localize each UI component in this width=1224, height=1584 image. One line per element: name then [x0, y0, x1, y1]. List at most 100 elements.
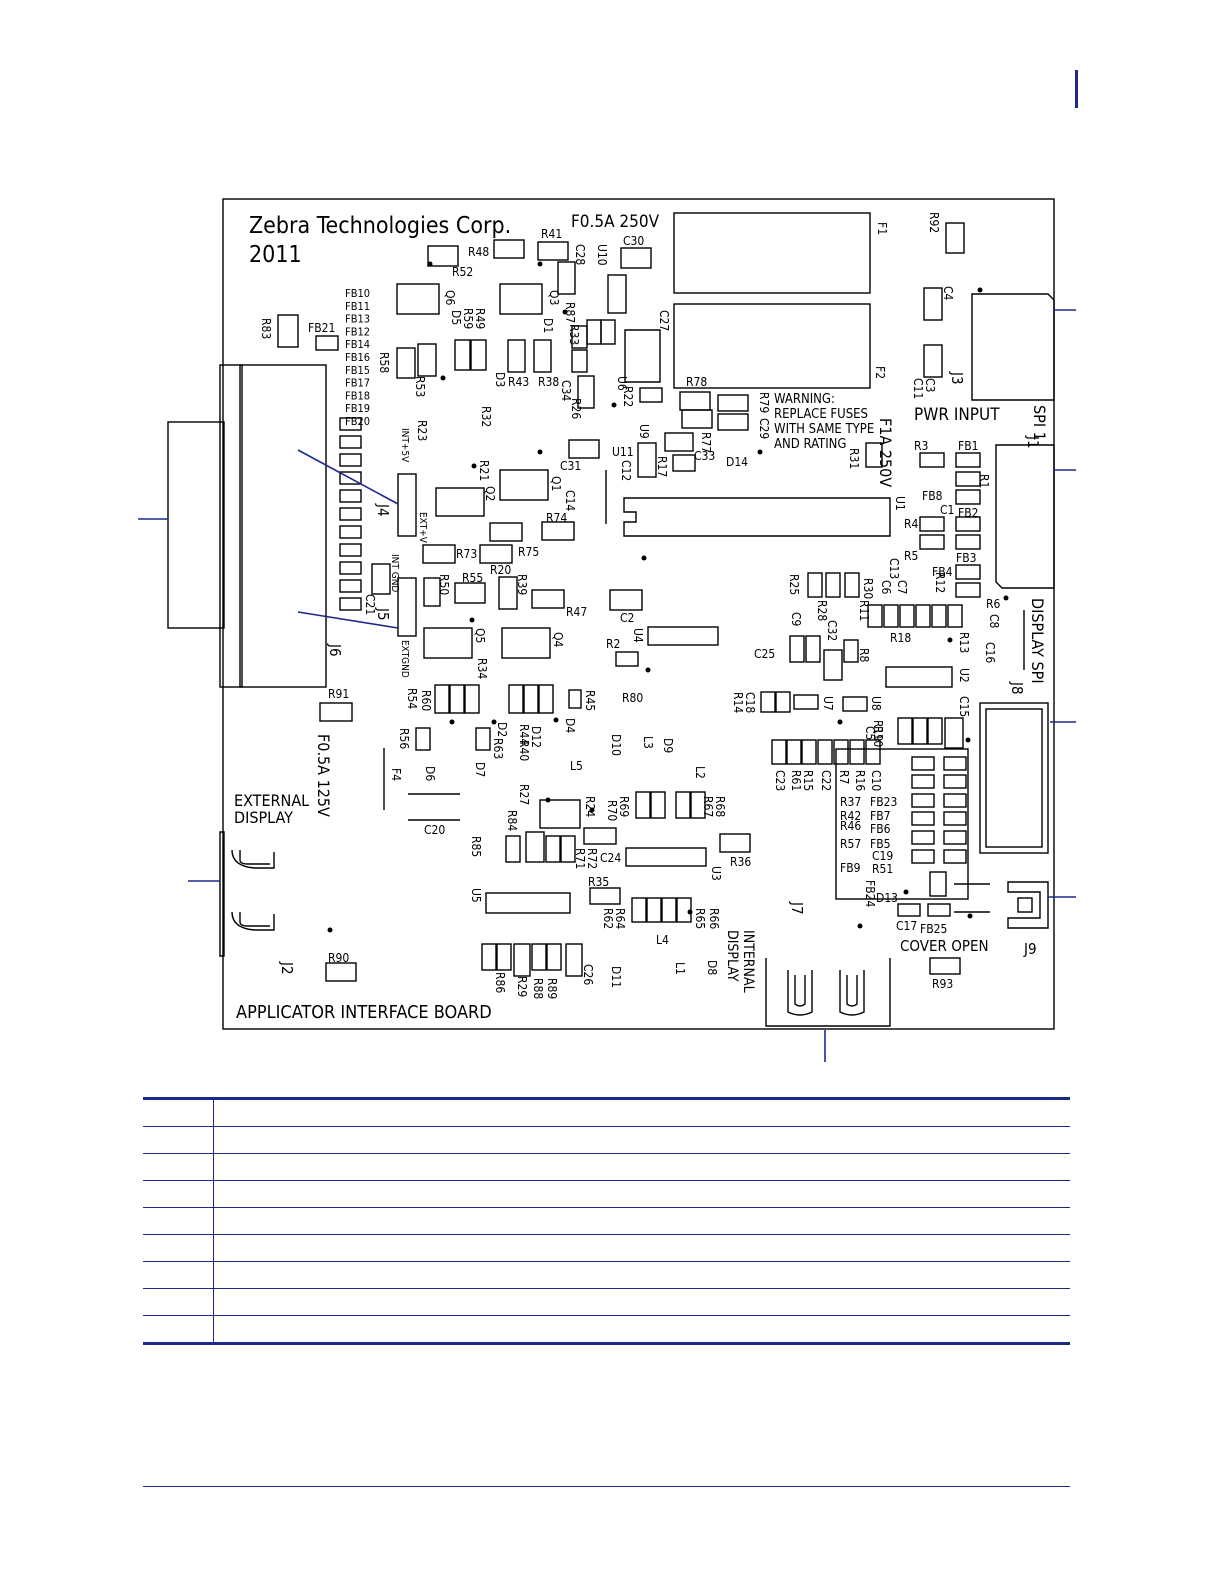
component-label: C12: [619, 460, 633, 481]
connector-label: J8: [1008, 681, 1026, 695]
component-label: R58: [377, 352, 391, 373]
component-label: R68: [713, 796, 727, 817]
component-label: C25: [754, 647, 775, 661]
component-label: Q2: [483, 486, 497, 501]
component-label: R79: [757, 392, 771, 413]
component-label: R6: [986, 597, 1001, 611]
component-label: R31: [847, 448, 861, 469]
component-label: R61: [789, 770, 803, 791]
component-label: R39: [515, 574, 529, 595]
component-label: Q5: [473, 628, 487, 643]
component-label: C3: [923, 378, 937, 392]
component-label: R66: [707, 908, 721, 929]
legend-description: [213, 1126, 1070, 1154]
board-name-label: APPLICATOR INTERFACE BOARD: [236, 1002, 492, 1023]
component-label: R43: [508, 375, 529, 389]
component-label: Q6: [443, 290, 457, 305]
component-label: R62: [601, 908, 615, 929]
component-label: U1: [893, 496, 907, 511]
component-label: FB7: [870, 809, 890, 823]
legend-description: [213, 1234, 1070, 1262]
warning-line-2: REPLACE FUSES: [774, 407, 868, 422]
component-label: D8: [705, 960, 719, 975]
component-label: R37: [840, 795, 861, 809]
component-label: R74: [546, 511, 567, 525]
component-label: D10: [609, 734, 623, 756]
component-label: C20: [424, 823, 445, 837]
fb-label-column: FB10FB11FB13FB12FB14FB16FB15FB17FB18FB19…: [345, 287, 370, 428]
component-label: R5: [904, 549, 918, 563]
component-label: C22: [819, 770, 833, 791]
component-label: C23: [773, 770, 787, 791]
component-label: D14: [726, 455, 748, 469]
component-label: FB2: [958, 506, 978, 520]
component-label: FB5: [870, 837, 890, 851]
component-label: FB8: [922, 489, 943, 503]
component-label: R52: [452, 265, 473, 279]
jumper-int5v: INT+5V: [399, 428, 410, 463]
component-label: U11: [612, 445, 634, 459]
legend-row: [143, 1315, 1070, 1345]
fuse-top-label: F0.5A 250V: [571, 212, 660, 232]
legend-callout-number: [143, 1126, 214, 1154]
legend-callout-number: [143, 1153, 214, 1181]
component-label: R12: [933, 572, 947, 593]
legend-row: [143, 1261, 1070, 1289]
legend-callout-number: [143, 1234, 214, 1262]
external-display-1: EXTERNAL: [234, 791, 309, 810]
component-label: R26: [569, 398, 583, 419]
component-label: R77: [699, 432, 713, 453]
jumper-intgnd: INT GND: [389, 554, 400, 592]
component-label: C18: [743, 692, 757, 713]
legend-description: [213, 1315, 1070, 1345]
component-label: C2: [620, 611, 634, 625]
component-label: D5: [449, 310, 463, 325]
callout-line-j4: [297, 449, 399, 505]
legend-description: [213, 1097, 1070, 1127]
fb-label: FB19: [345, 402, 370, 415]
component-label: R89: [545, 978, 559, 999]
j3-connector: [971, 293, 1055, 401]
component-label: D7: [473, 762, 487, 777]
component-label: R14: [731, 692, 745, 713]
component-label: R25: [787, 574, 801, 595]
component-label: D6: [423, 766, 437, 781]
legend-row: [143, 1207, 1070, 1235]
component-label: R48: [468, 245, 489, 259]
component-label: R67: [701, 796, 715, 817]
component-label: Q1: [549, 476, 563, 491]
component-label: R53: [413, 376, 427, 397]
component-label: R8: [857, 648, 871, 663]
component-label: R59: [461, 308, 475, 329]
j7-connector: [765, 958, 891, 1027]
component-label: L1: [673, 962, 687, 975]
legend-row: [143, 1097, 1070, 1127]
component-label: C9: [789, 612, 803, 627]
component-label: U7: [821, 696, 835, 711]
legend-description: [213, 1207, 1070, 1235]
component-label: L3: [641, 736, 655, 749]
component-label: R32: [479, 406, 493, 427]
component-label: R86: [493, 972, 507, 993]
component-label: FB23: [870, 795, 897, 809]
component-label: C5: [863, 726, 877, 740]
component-label: FB6: [870, 822, 891, 836]
component-label: R46: [840, 819, 861, 833]
component-label: R41: [541, 227, 562, 241]
connector-label: J3: [948, 371, 966, 385]
callout-line-j5: [297, 611, 399, 629]
fb-label: FB11: [345, 300, 370, 313]
component-label: R69: [617, 796, 631, 817]
component-label: R10: [871, 726, 885, 747]
fuse-left-label: F0.5A 125V: [314, 734, 333, 817]
callout-legend-table: [143, 1097, 1070, 1345]
fb-label: FB17: [345, 377, 370, 390]
legend-row: [143, 1288, 1070, 1316]
internal-display-1: INTERNAL: [740, 930, 756, 993]
legend-row: [143, 1153, 1070, 1181]
component-label: R23: [415, 420, 429, 441]
component-label: C24: [600, 851, 621, 865]
component-label: R60: [419, 690, 433, 711]
